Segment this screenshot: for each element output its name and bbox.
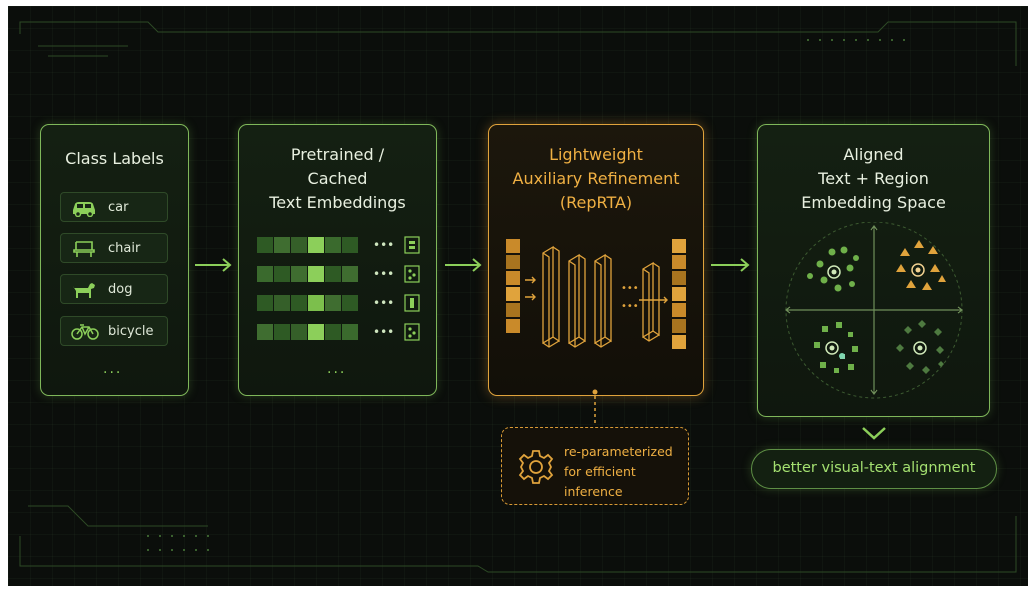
row-ellipsis: ••• bbox=[373, 267, 394, 281]
class-label-dog: dog bbox=[60, 274, 168, 304]
reparameterized-note: re-parameterized for efficient inference bbox=[501, 427, 689, 505]
more-labels-ellipsis: ... bbox=[103, 361, 123, 377]
layer-block bbox=[568, 253, 586, 348]
result-pill: better visual-text alignment bbox=[751, 449, 997, 489]
class-label-text: dog bbox=[108, 282, 133, 297]
chevron-down-icon bbox=[862, 427, 886, 440]
class-label-car: car bbox=[60, 192, 168, 222]
embedding-row: ••• bbox=[257, 323, 420, 341]
arrow-right-icon bbox=[445, 258, 482, 272]
embedding-row: ••• bbox=[257, 294, 420, 312]
class-label-text: chair bbox=[108, 241, 141, 256]
embedding-row: ••• bbox=[257, 236, 420, 254]
row-ellipsis: ••• bbox=[373, 296, 394, 310]
decorative-frame bbox=[19, 21, 1017, 573]
arrow-right-icon bbox=[711, 258, 750, 272]
embedding-vectors: ••• ••• ••• bbox=[257, 236, 420, 341]
embedding-space-title-line-1: Aligned bbox=[843, 145, 904, 164]
dog-icon bbox=[73, 283, 95, 298]
class-label-chair: chair bbox=[60, 233, 168, 263]
layer-block bbox=[642, 261, 660, 342]
class-label-text: car bbox=[108, 200, 129, 215]
cluster-squares bbox=[814, 322, 858, 373]
layer-block bbox=[542, 245, 560, 348]
note-text: re-parameterized for efficient inference bbox=[564, 442, 673, 502]
note-line-2: for efficient bbox=[564, 464, 636, 479]
bicycle-icon bbox=[71, 324, 99, 340]
layer-block bbox=[594, 253, 612, 348]
reprta-title-line-2: Auxiliary Refinement bbox=[512, 169, 680, 188]
class-label-bicycle: bicycle bbox=[60, 316, 168, 346]
arrow-right-icon bbox=[195, 258, 232, 272]
cluster-triangles bbox=[896, 240, 946, 290]
row-ellipsis: ••• bbox=[373, 238, 394, 252]
embedding-space-title-line-2: Text + Region bbox=[818, 169, 929, 188]
network-ellipsis: ••• bbox=[621, 301, 639, 312]
embedding-space-plot bbox=[785, 222, 963, 399]
reprta-panel: Lightweight Auxiliary Refinement (RepRTA… bbox=[488, 124, 704, 396]
more-embeddings-ellipsis: ... bbox=[327, 361, 347, 377]
cluster-diamonds bbox=[896, 320, 944, 374]
gear-icon bbox=[518, 450, 554, 484]
network-ellipsis: ••• bbox=[621, 283, 639, 294]
reprta-title-line-1: Lightweight bbox=[549, 145, 643, 164]
reprta-title-line-3: (RepRTA) bbox=[559, 193, 633, 212]
car-icon bbox=[73, 202, 95, 217]
text-embeddings-panel: Pretrained / Cached Text Embeddings ••• … bbox=[238, 124, 437, 396]
text-embeddings-title-line-3: Text Embeddings bbox=[269, 193, 406, 212]
row-ellipsis: ••• bbox=[373, 325, 394, 339]
output-vector bbox=[672, 239, 686, 349]
embedding-space-panel: Aligned Text + Region Embedding Space bbox=[757, 124, 990, 417]
class-label-text: bicycle bbox=[108, 324, 154, 339]
embedding-space-title-line-3: Embedding Space bbox=[801, 193, 946, 212]
text-embeddings-title-line-2: Cached bbox=[307, 169, 368, 188]
dashed-connector bbox=[592, 389, 598, 426]
class-labels-title: Class Labels bbox=[65, 149, 164, 168]
diagram-canvas: Class Labels car chair dog bbox=[8, 6, 1028, 586]
input-vector bbox=[506, 239, 520, 333]
text-embeddings-title-line-1: Pretrained / bbox=[290, 145, 385, 164]
chair-icon bbox=[73, 241, 95, 257]
embedding-row: ••• bbox=[257, 265, 420, 283]
cluster-circles bbox=[807, 246, 859, 292]
class-labels-panel: Class Labels car chair dog bbox=[40, 124, 189, 396]
note-line-1: re-parameterized bbox=[564, 444, 673, 459]
note-line-3: inference bbox=[564, 484, 623, 499]
refinement-network: ••• ••• bbox=[506, 239, 686, 349]
